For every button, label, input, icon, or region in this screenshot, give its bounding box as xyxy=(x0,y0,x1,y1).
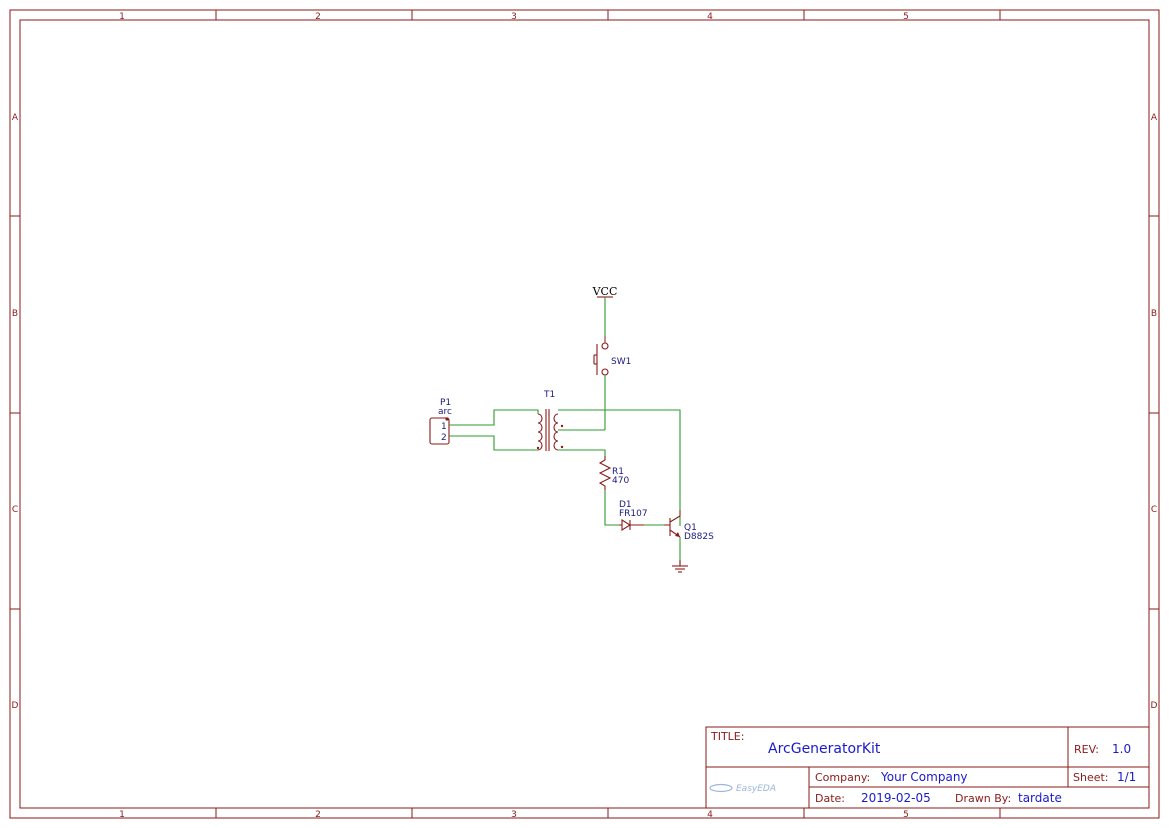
easyeda-logo: EasyEDA xyxy=(709,783,776,794)
sheet-value: 1/1 xyxy=(1117,770,1136,784)
col-label-top-4: 4 xyxy=(707,12,713,22)
wire-r1-d1 xyxy=(604,490,619,526)
p1-ref: P1 xyxy=(440,398,451,408)
row-label-right-d: D xyxy=(1151,701,1158,711)
outer-frame xyxy=(9,9,1160,819)
company-value: Your Company xyxy=(880,770,968,784)
col-label-bottom-5: 5 xyxy=(903,810,909,820)
row-label-right-c: C xyxy=(1151,505,1157,515)
col-label-bottom-2: 2 xyxy=(315,810,321,820)
sw1-ref: SW1 xyxy=(611,357,631,367)
q1-ref: Q1 xyxy=(684,523,697,533)
q1-value: D882S xyxy=(684,532,714,542)
col-label-top-2: 2 xyxy=(315,12,321,22)
t1-ref: T1 xyxy=(543,390,555,400)
row-label-left-a: A xyxy=(12,113,19,123)
transformer-t1[interactable]: T1 xyxy=(536,390,564,451)
zone-ticks xyxy=(10,10,1159,818)
resistor-r1[interactable]: R1 470 xyxy=(598,456,629,490)
logo-text: EasyEDA xyxy=(736,784,776,794)
inner-frame xyxy=(19,19,1150,809)
col-label-bottom-1: 1 xyxy=(119,810,125,820)
wire-p1-1 xyxy=(449,409,539,426)
row-label-left-d: D xyxy=(12,701,19,711)
col-label-top-3: 3 xyxy=(511,12,517,22)
r1-value: 470 xyxy=(612,476,629,486)
drawn-by-label: Drawn By: xyxy=(955,792,1011,805)
wire-p1-2 xyxy=(449,435,538,451)
switch-sw1[interactable]: SW1 xyxy=(593,336,631,376)
p1-value: arc xyxy=(438,407,452,417)
d1-ref: D1 xyxy=(619,500,632,510)
sheet-label: Sheet: xyxy=(1073,771,1109,784)
diode-d1[interactable]: D1 FR107 xyxy=(619,500,648,531)
col-label-bottom-3: 3 xyxy=(511,810,517,820)
transistor-q1[interactable]: Q1 D882S xyxy=(664,510,714,542)
p1-pin1: 1 xyxy=(441,422,447,432)
col-label-top-1: 1 xyxy=(119,12,125,22)
rev-value: 1.0 xyxy=(1112,742,1131,756)
wire-secondary-top xyxy=(558,409,681,526)
vcc-label: VCC xyxy=(592,285,618,298)
p1-pin2: 2 xyxy=(441,433,447,443)
company-label: Company: xyxy=(815,771,870,784)
connector-p1[interactable]: P1 arc 1 2 xyxy=(429,398,452,445)
title-block xyxy=(705,726,1150,809)
ground-symbol[interactable] xyxy=(672,560,688,573)
col-label-bottom-4: 4 xyxy=(707,810,713,820)
col-label-top-5: 5 xyxy=(903,12,909,22)
date-value: 2019-02-05 xyxy=(861,791,931,805)
wire-secondary-bottom xyxy=(558,449,606,456)
drawn-by-value: tardate xyxy=(1018,791,1062,805)
r1-ref: R1 xyxy=(612,467,624,477)
d1-value: FR107 xyxy=(619,509,648,519)
row-label-left-c: C xyxy=(12,505,18,515)
vcc-symbol[interactable]: VCC xyxy=(592,285,618,336)
row-label-left-b: B xyxy=(12,309,18,319)
row-label-right-a: A xyxy=(1151,113,1158,123)
title-label: TITLE: xyxy=(710,730,744,743)
date-label: Date: xyxy=(815,792,845,805)
row-label-right-b: B xyxy=(1151,309,1157,319)
rev-label: REV: xyxy=(1074,743,1099,756)
title-value: ArcGeneratorKit xyxy=(768,741,881,757)
